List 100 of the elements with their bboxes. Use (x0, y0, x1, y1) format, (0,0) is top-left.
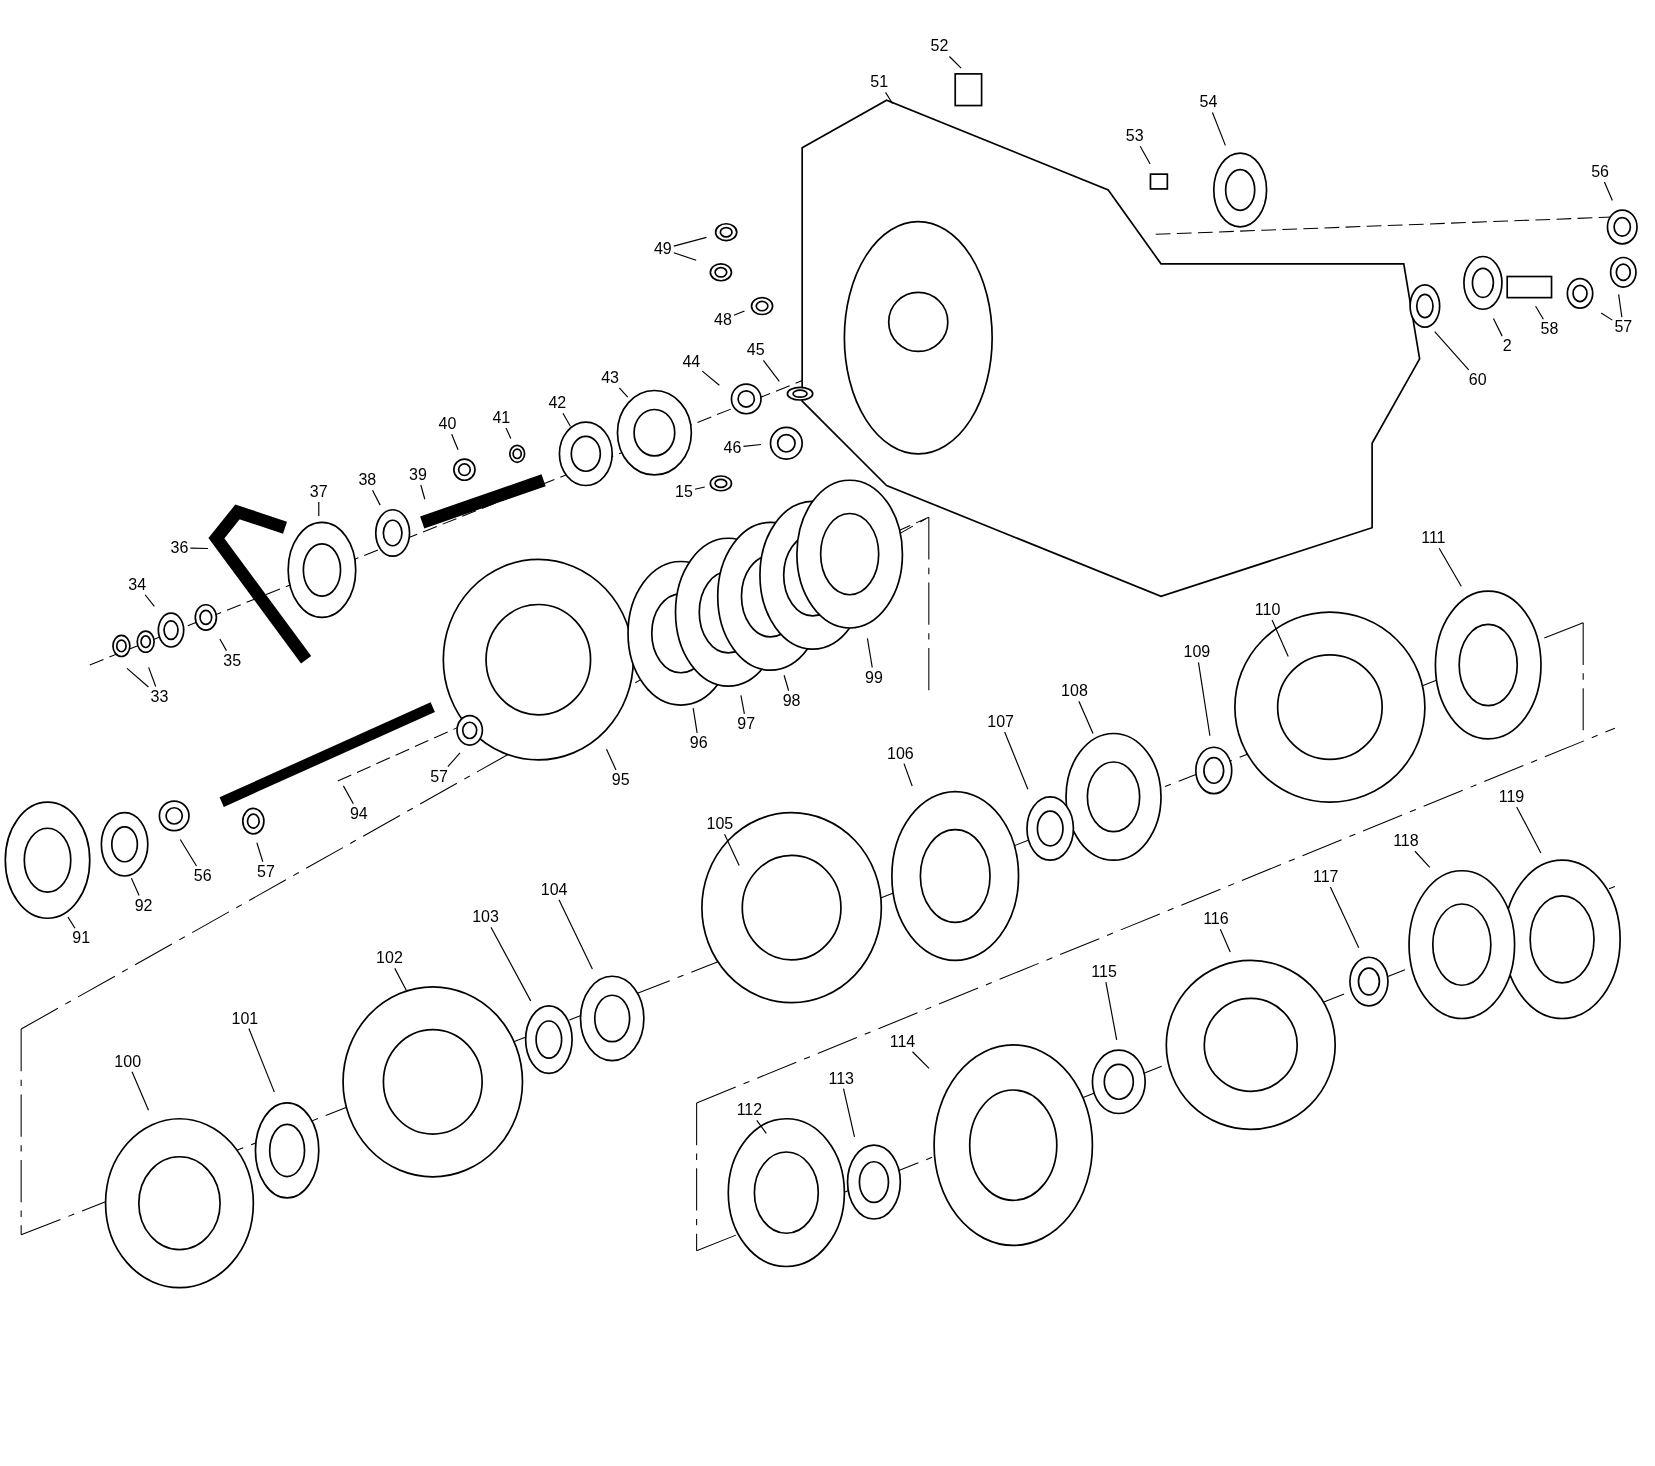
leader-line (219, 638, 228, 652)
leader-line (783, 674, 790, 692)
leader-line (1219, 928, 1231, 953)
leader-line (1492, 318, 1503, 337)
leader-line (248, 1027, 275, 1093)
leader-line (692, 707, 698, 734)
callout-number: 100 (113, 1052, 143, 1071)
callout-number: 49 (652, 240, 673, 259)
callout-number: 107 (986, 712, 1015, 731)
leader-line (740, 694, 745, 715)
callout-number: 97 (736, 715, 757, 734)
leader-line (1600, 312, 1613, 321)
callout-number: 45 (745, 341, 766, 360)
callout-number: 109 (1182, 643, 1212, 662)
leader-line (148, 666, 157, 688)
callout-number: 33 (149, 687, 170, 706)
leader-line (673, 236, 708, 247)
callout-number: 95 (610, 771, 631, 789)
callout-number: 58 (1539, 320, 1560, 339)
leader-line (1211, 111, 1226, 146)
leader-line (179, 838, 198, 867)
leader-line (420, 484, 426, 500)
leader-line (126, 667, 150, 688)
callout-number: 60 (1467, 370, 1488, 389)
leader-line (1414, 850, 1431, 868)
callout-number: 57 (256, 862, 276, 881)
leader-line (605, 748, 617, 771)
callout-number: 102 (375, 949, 404, 968)
leader-line (948, 55, 962, 69)
callout-number: 113 (827, 1069, 855, 1088)
leader-line (1434, 331, 1470, 371)
callout-number: 38 (357, 471, 378, 490)
callout-number: 104 (539, 880, 569, 899)
callout-number: 91 (71, 929, 92, 948)
leader-line (762, 359, 780, 382)
leader-line (1004, 731, 1029, 790)
leader-line (1618, 293, 1623, 318)
callout-number: 40 (437, 415, 458, 434)
leader-line (1271, 619, 1289, 657)
leader-line (694, 486, 706, 490)
callout-number: 52 (929, 37, 950, 56)
callout-number: 53 (1124, 127, 1145, 146)
leader-line (1105, 981, 1118, 1041)
callout-number: 98 (781, 691, 802, 710)
callout-number: 96 (688, 734, 709, 753)
leader-line (701, 370, 720, 386)
leader-line (490, 926, 532, 1002)
callout-number: 2 (1501, 337, 1513, 356)
leader-line (618, 387, 629, 398)
callout-number: 99 (864, 668, 884, 687)
leader-line (884, 91, 894, 104)
callout-number: 42 (547, 394, 568, 413)
callout-number: 57 (1613, 318, 1634, 337)
leader-line (144, 594, 155, 608)
leader-line (1516, 806, 1542, 854)
leader-line (1329, 886, 1360, 949)
leader-line (903, 763, 913, 787)
callout-number: 37 (308, 482, 329, 501)
leader-line (130, 877, 140, 897)
leader-line (451, 433, 459, 451)
callout-number: 94 (348, 804, 369, 823)
leader-line (756, 1119, 767, 1134)
leader-line (1438, 547, 1462, 587)
callout-number: 101 (230, 1009, 260, 1028)
callout-number: 114 (888, 1032, 917, 1051)
callout-number: 105 (705, 815, 735, 834)
leader-line (256, 842, 264, 863)
callout-number: 43 (600, 368, 620, 387)
callout-number: 92 (133, 896, 154, 915)
callout-number: 54 (1198, 93, 1219, 112)
leader-line (131, 1071, 150, 1111)
leader-line (371, 489, 381, 506)
leader-line (1139, 145, 1151, 165)
callout-number: 44 (681, 353, 702, 372)
callout-number: 118 (1392, 832, 1420, 851)
leader-line (318, 501, 320, 517)
leader-line (742, 443, 762, 447)
callout-number: 56 (1590, 163, 1610, 182)
leader-line (1603, 181, 1613, 201)
callout-number: 57 (429, 767, 449, 786)
leader-line (723, 833, 740, 867)
callout-number: 34 (127, 575, 148, 594)
leader-line (1197, 661, 1211, 737)
leader-line (1535, 305, 1544, 320)
callout-number: 103 (471, 908, 500, 927)
callout-number: 46 (722, 438, 743, 457)
leader-line (558, 899, 593, 970)
callout-number: 48 (713, 310, 733, 329)
callout-number: 41 (491, 408, 512, 427)
callout-number: 51 (869, 73, 890, 92)
leader-line (842, 1088, 856, 1138)
callout-number: 108 (1060, 682, 1089, 701)
callout-number: 119 (1497, 787, 1526, 806)
leader-line (673, 252, 697, 261)
callout-number: 15 (674, 482, 694, 501)
leader-line (505, 427, 512, 439)
callout-number: 39 (408, 465, 428, 484)
leader-line (1078, 700, 1094, 735)
leader-line (67, 916, 76, 929)
callout-number: 36 (169, 538, 190, 557)
